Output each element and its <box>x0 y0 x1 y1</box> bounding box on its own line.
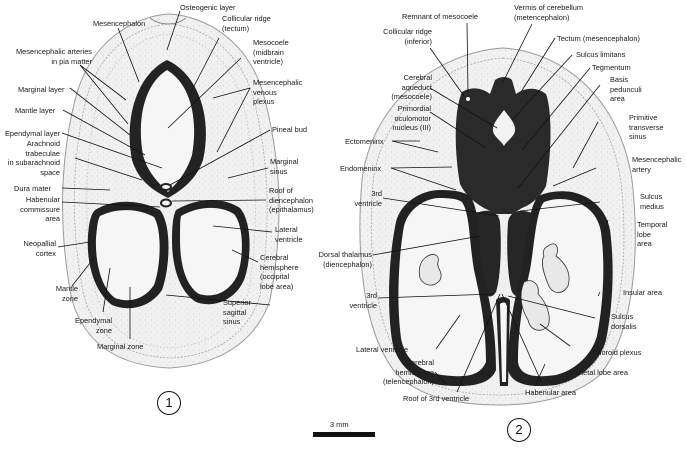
label-primitive-transverse-sinus: Primitive transverse sinus <box>629 113 664 142</box>
label-vermis-of-cerebellum: Vermis of cerebellum (metencephalon) <box>514 3 584 22</box>
label-temporal-lobe-area: Temporal lobe area <box>637 220 668 249</box>
label-ectomeninx: Ectomeninx <box>345 137 384 146</box>
label-roof-of-diencephalon: Roof of diencephalon (epithalamus) <box>269 186 314 215</box>
label-lateral-ventricle-2: Lateral ventricle <box>356 345 409 354</box>
label-remnant-of-mesocoele: Remnant of mesocoele <box>402 12 478 21</box>
label-neopallial-cortex: Neopallial cortex <box>23 239 56 258</box>
label-collicular-ridge-inferior: Collicular ridge (inferior) <box>383 27 432 46</box>
fig2-choroid-plexus-right-upper <box>541 243 570 293</box>
label-ependymal-layer: Ependymal layer <box>5 129 61 138</box>
label-marginal-zone: Marginal zone <box>97 342 144 351</box>
fig1-right-ventricle <box>180 207 242 296</box>
label-ependymal-zone: Ependymal zone <box>75 316 112 335</box>
figure-number-1: 1 <box>157 391 181 415</box>
label-dorsal-thalamus: Dorsal thalamus (diencephalon) <box>318 250 372 269</box>
label-endomeninx: Endomeninx <box>340 164 382 173</box>
label-tegmentum: Tegmentum <box>592 63 631 72</box>
fig2-remnant-mesocoele <box>466 97 470 101</box>
label-mantle-layer: Mantle layer <box>15 106 56 115</box>
figure-2-section <box>359 22 636 406</box>
scale-bar <box>313 432 375 437</box>
label-mesencephalon: Mesencephalon <box>93 19 146 28</box>
label-cerebral-hemisphere-occipital: Cerebral hemisphere (occipital lobe area… <box>260 253 299 291</box>
fig1-leader-lines <box>57 10 273 339</box>
label-lateral-ventricle: Lateral ventricle <box>275 225 303 244</box>
fig2-midline-gap <box>500 302 507 382</box>
label-sulcus-dorsalis: Sulcus dorsalis <box>611 312 637 331</box>
scale-bar-label: 3 mm <box>330 420 349 429</box>
fig1-inner-ring <box>86 33 256 349</box>
fig2-cerebral-aqueduct <box>492 110 516 146</box>
label-mesencephalic-arteries: Mesencephalic arteries in pia matter <box>16 47 92 66</box>
label-osteogenic-layer: Osteogenic layer <box>180 3 236 12</box>
label-superior-sagittal-sinus: Superior sagittal sinus <box>223 298 251 327</box>
label-mesocoele: Mesocoele (midbrain ventricle) <box>253 38 289 67</box>
label-mesencephalic-artery: Mesencephalic artery <box>632 155 682 174</box>
label-marginal-layer: Marginal layer <box>18 85 65 94</box>
label-habenular-commissure: Habenular commissure area <box>20 195 60 224</box>
figure-number-2: 2 <box>507 418 531 442</box>
fig1-meninges-ring <box>73 23 268 359</box>
fig1-habenular-commissure <box>160 198 172 208</box>
label-collicular-ridge-tectum: Collicular ridge (tectum) <box>222 14 271 33</box>
label-sulcus-medius: Sulcus medius <box>640 192 664 211</box>
label-dura-mater: Dura mater <box>14 184 51 193</box>
label-marginal-sinus: Marginal sinus <box>270 157 299 176</box>
label-primordial-oculomotor: Primordial oculomotor nucleus (III) <box>392 104 431 133</box>
label-tectum-mesencephalon: Tectum (mesencephalon) <box>557 34 640 43</box>
figure-1-section <box>57 10 280 369</box>
fig2-leader-lines <box>372 22 609 393</box>
label-choroid-plexus: Choroid plexus <box>592 348 642 357</box>
fig2-choroid-plexus-left <box>418 254 442 286</box>
label-habenular-area: Habenular area <box>525 388 576 397</box>
fig1-skull-notch <box>149 17 187 25</box>
label-sulcus-limitans: Sulcus limitans <box>576 50 626 59</box>
label-mantle-zone: Mantle zone <box>55 284 78 303</box>
fig2-left-lateral-ventricle <box>398 198 486 377</box>
fig2-meninges-ring <box>371 57 625 396</box>
label-third-ventricle-lower: 3rd ventricle <box>349 291 377 310</box>
label-mesencephalic-venous-plexus: Mesencephalic venous plexus <box>253 78 303 107</box>
label-third-ventricle-upper: 3rd ventricle <box>354 189 382 208</box>
fig1-pineal-bud <box>160 183 172 191</box>
label-cerebral-aqueduct: Cerebral aqueduct (mesocoele) <box>391 73 432 102</box>
label-parietal-lobe-area: Parietal lobe area <box>570 368 628 377</box>
fig2-choroid-plexus-right-lower <box>520 280 550 331</box>
label-pineal-bud: Pineal bud <box>272 125 307 134</box>
label-arachnoid-trabeculae: Arachnoid trabeculae in subarachnoid spa… <box>7 139 60 177</box>
fig2-midbrain-mass <box>455 77 551 214</box>
label-cerebral-hemisphere-telencephalon: Cerebral hemisphere (telencephalon) <box>383 358 434 387</box>
fig1-mesocoele-cavity <box>140 70 195 192</box>
label-insular-area: Insular area <box>623 288 663 297</box>
fig1-left-ventricle <box>95 210 160 301</box>
label-basis-pedunculi: Basis pedunculi area <box>610 75 642 104</box>
label-roof-of-3rd-ventricle: Roof of 3rd ventricle <box>403 394 470 403</box>
